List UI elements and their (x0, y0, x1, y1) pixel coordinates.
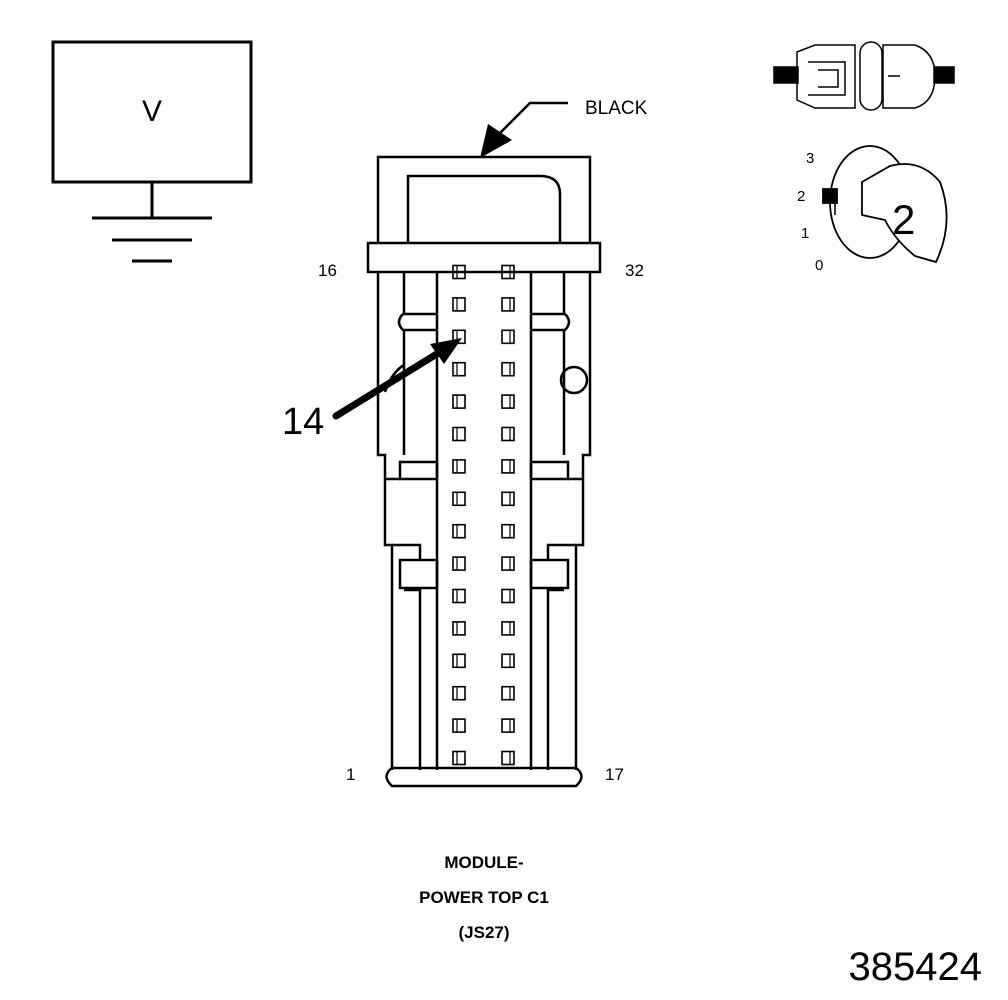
connector-right-step-2 (546, 543, 576, 560)
pin-cavity (452, 394, 466, 409)
pin-label-bottom-left: 1 (346, 765, 355, 784)
pin-label-bottom-right: 17 (605, 765, 624, 784)
pin-cavity (501, 718, 515, 733)
connector-bottom-rail (385, 766, 583, 788)
pin-cavity (501, 653, 515, 669)
pin-cavity (452, 329, 466, 345)
ignition-position-3: 3 (806, 150, 814, 167)
connector-right-inner-low (546, 588, 564, 770)
pin-cavity (501, 361, 515, 377)
voltmeter-symbol (51, 40, 253, 263)
pin-cavity (452, 653, 466, 669)
ignition-position-2: 2 (797, 188, 805, 205)
ignition-position-1: 1 (801, 225, 809, 242)
ignition-key-position: 2 (892, 196, 915, 243)
caption-line-1: MODULE- (444, 853, 523, 872)
ignition-position-0: 0 (815, 257, 823, 274)
pin-cavity (501, 523, 515, 539)
color-leader-arrowhead (480, 124, 512, 158)
pin-cavity (452, 361, 466, 377)
pin-cavity (452, 426, 466, 442)
connector-right-wall-outer (574, 272, 592, 770)
pin-cavity (452, 297, 466, 312)
connector-top-window (406, 174, 562, 243)
pin-cavity (452, 523, 466, 539)
pin-cavity (501, 329, 515, 345)
pin-cavity (452, 491, 466, 507)
connector-seal (859, 41, 883, 111)
pin-cavity (501, 297, 515, 312)
pin-cavity (452, 556, 466, 571)
connector-left-wall-outer (376, 272, 394, 770)
ignition-switch-icon (822, 145, 948, 264)
pin-cavity (452, 750, 466, 766)
connector-right-lock-upper (529, 460, 570, 481)
caption-line-3: (JS27) (458, 923, 509, 942)
pin-cavity (501, 588, 515, 604)
pin-cavity (501, 556, 515, 571)
connector-top-rail (366, 241, 602, 274)
pin-callout-arrowhead (430, 338, 462, 364)
pin-cavities (452, 264, 515, 766)
plug-terminal-inner (818, 69, 839, 88)
connector-top-housing (376, 155, 592, 243)
connector-left-step-2 (392, 543, 422, 560)
pin-cavity (501, 621, 515, 636)
pin-cavity (501, 750, 515, 766)
pin-cavity (452, 588, 466, 604)
pin-cavity (501, 685, 515, 701)
caption-line-2: POWER TOP C1 (419, 888, 549, 907)
pin-callout (332, 338, 462, 420)
pin-cavity (452, 264, 466, 280)
connector-color-label: BLACK (585, 98, 648, 119)
color-leader-line (499, 101, 568, 134)
pin-cavity (452, 621, 466, 636)
plug-half-left (796, 44, 856, 109)
color-leader (480, 101, 568, 158)
voltmeter-label: V (142, 95, 162, 128)
pin-cavity (452, 459, 466, 474)
plug-terminal-slot (808, 61, 846, 96)
pin-cavity (501, 426, 515, 442)
connector-right-clip (559, 365, 589, 395)
figure-number: 385424 (849, 945, 982, 989)
pin-cavity (501, 491, 515, 507)
ignition-key (861, 163, 948, 264)
connector-left-latch-notch (397, 312, 437, 332)
pin-cavity (501, 394, 515, 409)
connector-left-lock-upper (398, 460, 439, 481)
connector-face-icon (773, 41, 955, 111)
wire-left (773, 66, 799, 84)
ignition-position-marker (822, 188, 838, 204)
pin-cavity (452, 718, 466, 733)
connector-body (366, 155, 602, 788)
pin-cavity (501, 459, 515, 474)
pin-cavity (452, 685, 466, 701)
pin-label-top-right: 32 (625, 261, 644, 280)
connector-right-lock-lower (529, 558, 570, 590)
connector-left-inner-low (404, 588, 422, 770)
pin-label-top-left: 16 (318, 261, 337, 280)
wire-right (933, 66, 955, 84)
pin-callout-number: 14 (282, 401, 324, 443)
connector-right-latch-notch (531, 312, 571, 332)
connector-left-lock-lower (398, 558, 439, 590)
pin-callout-line (332, 348, 444, 420)
pin-cavity (501, 264, 515, 280)
